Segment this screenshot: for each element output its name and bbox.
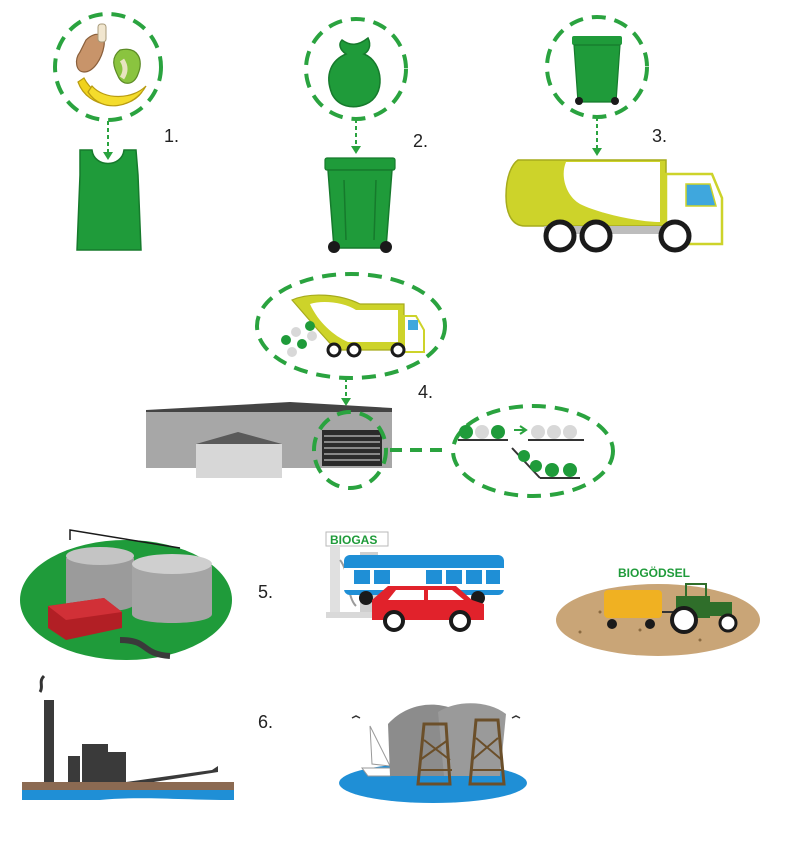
green-bin-circle-icon — [547, 17, 647, 117]
step-label-5: 5. — [258, 582, 273, 602]
green-bag-icon — [77, 150, 141, 250]
step-label-2: 2. — [413, 131, 428, 151]
industry-harbor-icon — [339, 703, 527, 803]
bag-sorting-icon — [453, 406, 613, 496]
food-scraps-icon — [55, 14, 161, 120]
truck-unloading-icon — [257, 274, 445, 378]
power-plant-icon — [22, 676, 234, 800]
green-bag-circle-icon — [306, 19, 406, 119]
tractor-icon: BIOGÖDSEL — [556, 565, 760, 656]
step-label-3: 3. — [652, 126, 667, 146]
garbage-truck-icon — [506, 160, 722, 250]
step-label-1: 1. — [164, 126, 179, 146]
sorting-facility-icon — [146, 402, 392, 488]
biogas-sign-text: BIOGAS — [330, 533, 377, 547]
biogodsel-sign-text: BIOGÖDSEL — [618, 565, 690, 580]
step-label-6: 6. — [258, 712, 273, 732]
step-label-4: 4. — [418, 382, 433, 402]
green-bin-icon — [325, 158, 395, 253]
biogas-tanks-icon — [20, 530, 232, 660]
